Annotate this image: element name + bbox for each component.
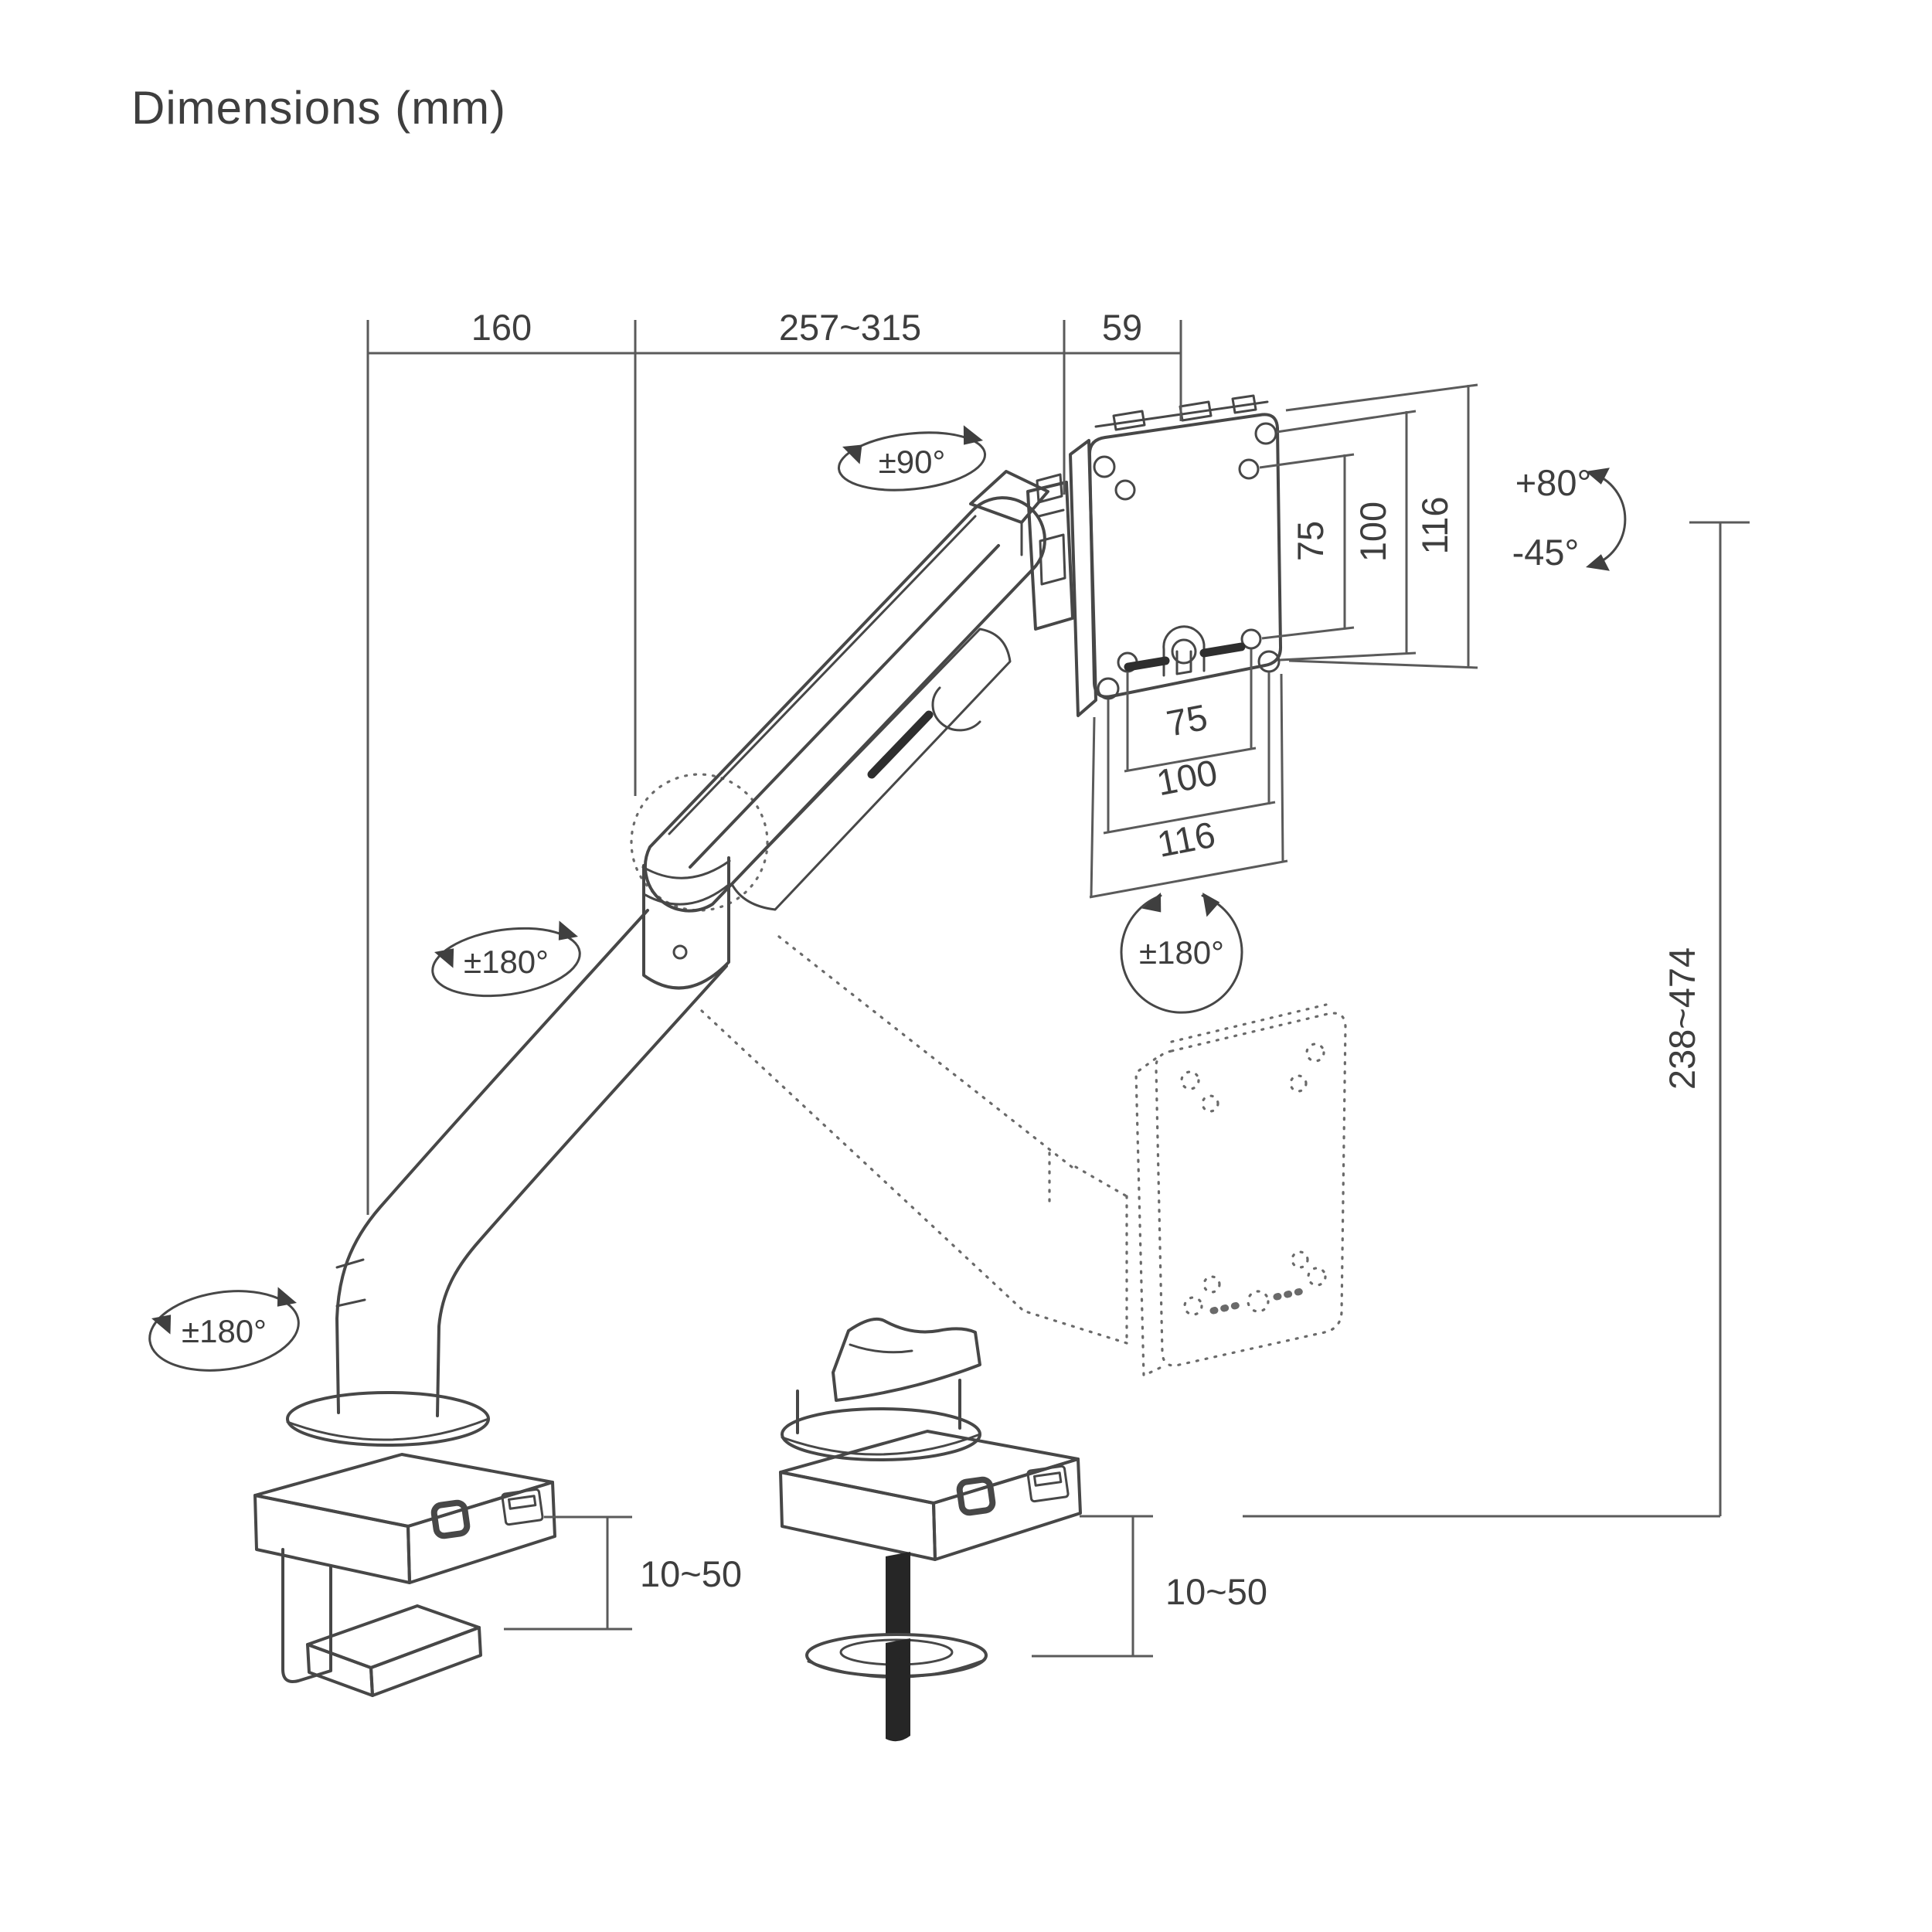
- rotation-annotation-screen: ±180°: [1120, 893, 1243, 1014]
- base-swivel-collar: [286, 1391, 490, 1447]
- elbow-screw: [672, 944, 688, 960]
- clamp-base: [253, 1453, 556, 1697]
- rotation-arrow-icon: [837, 431, 987, 492]
- slider-slot: [867, 710, 934, 779]
- usb-a-port-icon: [1026, 1464, 1070, 1503]
- rot-label-screen: ±180°: [1139, 934, 1224, 971]
- clamp-range-dimension-left: 10~50: [504, 1515, 742, 1631]
- usb-a-port-icon: [501, 1488, 544, 1526]
- grommet-base: [779, 1318, 1082, 1742]
- thumbscrew-keyhole: [1162, 625, 1206, 677]
- usb-c-port-icon: [956, 1476, 996, 1516]
- dim-label-head-depth: 59: [1102, 307, 1142, 348]
- elbow-joint: [641, 856, 731, 990]
- dim-label-base-to-elbow: 160: [471, 307, 532, 348]
- dim-label-height-range: 238~474: [1662, 947, 1702, 1090]
- dim-label-clamp-left: 10~50: [640, 1553, 742, 1594]
- rotation-annotation-base: ±180°: [148, 1287, 300, 1372]
- ghost-elbow-arc: [630, 773, 769, 912]
- vesa-hole-100: [1097, 677, 1120, 700]
- lower-arm: [286, 909, 728, 1447]
- vesa-plate: [1069, 394, 1283, 717]
- tilt-label-up: +80°: [1515, 462, 1592, 503]
- dim-label-arm-reach: 257~315: [779, 307, 921, 348]
- tilt-label-down: -45°: [1512, 532, 1580, 573]
- rotation-annotation-head-swivel: ±90°: [837, 425, 987, 492]
- rotation-annotation-elbow: ±180°: [431, 920, 581, 998]
- dim-label-vesa-v-116: 116: [1414, 497, 1455, 555]
- vesa-plate-front: [1087, 413, 1283, 699]
- vesa-hole-100: [1093, 455, 1116, 478]
- height-dimension: 238~474: [1243, 521, 1750, 1518]
- ghost-vesa-plate: [1134, 1003, 1347, 1377]
- ghost-arm-dashed: [630, 773, 1128, 1345]
- clamp-arm: [281, 1548, 332, 1683]
- monitor-arm-solid: [253, 470, 1074, 1697]
- base-top-face: [253, 1453, 554, 1528]
- dim-label-vesa-v-75: 75: [1290, 521, 1331, 561]
- vesa-hole-75: [1114, 479, 1136, 501]
- dim-label-vesa-h-75: 75: [1163, 696, 1210, 744]
- top-dimensions: 160 257~315 59: [366, 307, 1182, 1215]
- quick-release-clip: [1039, 533, 1066, 586]
- tilt-arrow-icon: [1589, 471, 1627, 567]
- gas-spring-cover: [730, 628, 1012, 911]
- dim-label-vesa-v-100: 100: [1352, 502, 1393, 562]
- head-bracket: [969, 470, 1074, 631]
- clamp-range-dimension-right: 10~50: [1032, 1515, 1267, 1658]
- rot-label-elbow: ±180°: [464, 944, 549, 980]
- handle-cutout: [931, 686, 981, 732]
- tilt-annotation: +80° -45°: [1512, 462, 1627, 573]
- arm-stub-cut: [832, 1318, 981, 1402]
- ghost-head-bracket: [1026, 1151, 1128, 1345]
- usb-c-port-icon: [430, 1499, 471, 1539]
- rotation-arrow-icon: [148, 1290, 300, 1372]
- dim-label-clamp-right: 10~50: [1165, 1571, 1267, 1612]
- rot-label-head-swivel: ±90°: [879, 444, 946, 480]
- rot-label-base: ±180°: [182, 1313, 267, 1349]
- vesa-vertical-dimensions: 75 100 116: [1259, 383, 1478, 669]
- vesa-hole-100: [1257, 650, 1281, 673]
- rotation-arrow-icon: [1120, 894, 1243, 1014]
- threaded-rod: [886, 1552, 910, 1646]
- vesa-hole-75: [1238, 458, 1260, 480]
- mount-slots: [1124, 642, 1246, 672]
- vesa-hole-75: [1240, 628, 1262, 650]
- rotation-arrow-icon: [431, 927, 581, 998]
- dim-label-vesa-h-100: 100: [1153, 751, 1220, 803]
- page-title: Dimensions (mm): [131, 82, 506, 134]
- upper-arm: [643, 496, 1046, 913]
- vesa-horizontal-dimensions: 75 100 116: [1089, 649, 1288, 899]
- vesa-hole-100: [1254, 422, 1277, 445]
